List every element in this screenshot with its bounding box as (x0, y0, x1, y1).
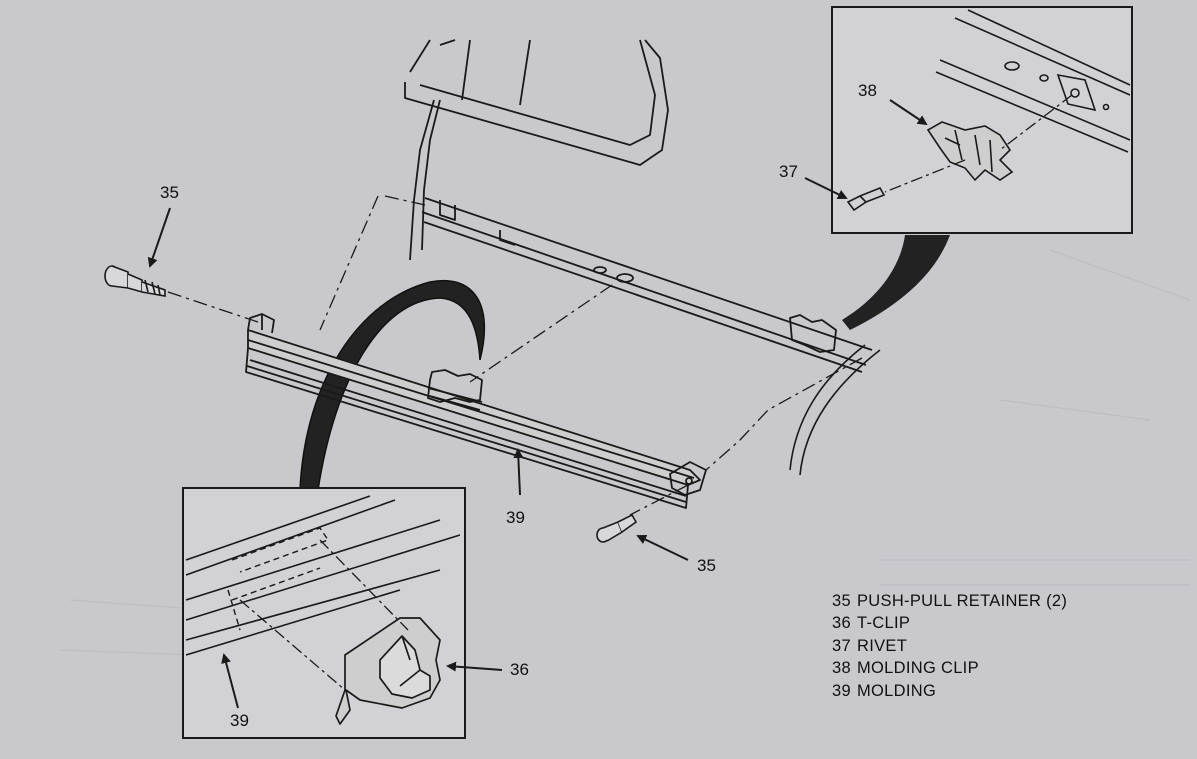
callout-35-bottom: 35 (697, 556, 716, 575)
legend-item-label: PUSH-PULL RETAINER (2) (857, 591, 1068, 610)
legend-item-number: 36 (832, 614, 851, 633)
fender-edge (789, 344, 881, 476)
background-bleed-through (59, 249, 1191, 661)
callout-36: 36 (510, 660, 529, 679)
inset-leader-band (842, 235, 950, 330)
legend-item: 35 PUSH-PULL RETAINER (2) (832, 590, 1067, 613)
fender-liner (299, 279, 486, 491)
legend-item: 38 MOLDING CLIP (832, 658, 1067, 681)
legend-item: 37 RIVET (832, 635, 1067, 658)
callout-35-top: 35 (160, 183, 179, 202)
callout-arrows (147, 207, 689, 561)
inset-molding-clip (804, 6, 1133, 234)
alignment-lines (167, 195, 863, 516)
inset-t-clip (182, 487, 503, 739)
legend-item-label: RIVET (857, 636, 908, 655)
legend-item: 39 MOLDING (832, 680, 1067, 703)
legend-item-number: 37 (832, 636, 851, 655)
upper-sill-rail (421, 197, 873, 373)
legend-item-label: MOLDING CLIP (857, 659, 979, 678)
parts-legend: 35 PUSH-PULL RETAINER (2) 36 T-CLIP 37 R… (832, 590, 1067, 703)
legend-item: 36 T-CLIP (832, 613, 1067, 636)
vehicle-body-outline (404, 39, 669, 261)
callout-38: 38 (858, 81, 877, 100)
main-molding (245, 313, 707, 509)
callout-39-inset: 39 (230, 711, 249, 730)
legend-item-number: 38 (832, 659, 851, 678)
push-pull-retainer-top (104, 265, 166, 297)
push-pull-retainer-bottom (596, 513, 638, 543)
legend-item-label: MOLDING (857, 681, 937, 700)
callout-37: 37 (779, 162, 798, 181)
legend-item-number: 39 (832, 681, 851, 700)
legend-item-number: 35 (832, 591, 851, 610)
callout-39-main: 39 (506, 508, 525, 527)
legend-item-label: T-CLIP (857, 614, 911, 633)
